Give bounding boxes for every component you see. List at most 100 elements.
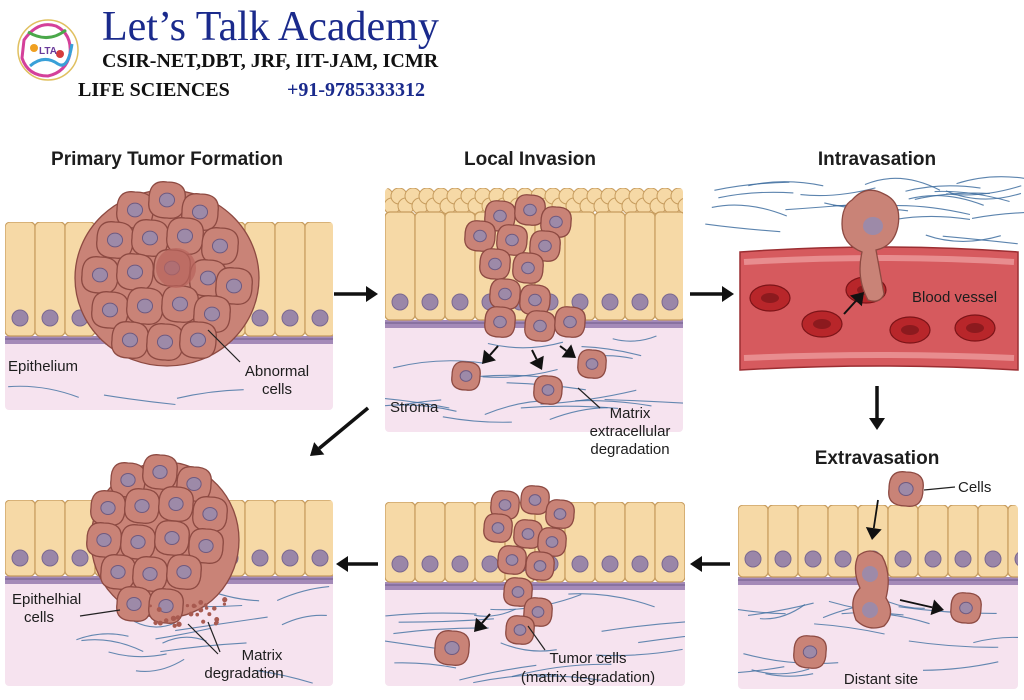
brand-subject: LIFE SCIENCES	[78, 79, 230, 101]
fiber	[8, 385, 79, 398]
epithelial-cell	[654, 211, 683, 321]
fiber	[487, 341, 564, 349]
fiber	[743, 653, 839, 665]
tumor-nucleus	[164, 531, 180, 545]
fiber	[914, 192, 990, 200]
label-matrix-2: extracellular	[590, 423, 671, 440]
invasion-arrow-head	[529, 355, 544, 370]
matrix-debris	[195, 612, 200, 617]
brand-exams: CSIR-NET,DBT, JRF, IIT-JAM, ICMR	[102, 50, 439, 72]
tumor-nucleus	[189, 332, 207, 348]
fiber	[76, 633, 129, 641]
invasion-arrow	[481, 613, 491, 624]
invasion-arrow	[559, 345, 568, 352]
panel-title-intravasation: Intravasation	[818, 149, 936, 170]
flow-arrow-2-3-head	[722, 286, 734, 302]
tumor-nucleus	[110, 565, 126, 579]
cell-nucleus	[661, 555, 679, 573]
tumor-nucleus	[898, 482, 914, 496]
tumor-nucleus	[513, 624, 527, 636]
rbc-center	[966, 323, 984, 333]
tumor-nucleus	[862, 602, 878, 618]
fiber	[568, 593, 655, 608]
fiber	[595, 648, 683, 657]
vessel-lining	[743, 255, 1015, 265]
tumor-nucleus	[202, 507, 218, 521]
matrix-debris	[156, 607, 162, 612]
panel-final: Epithelhial cells Matrix degradation	[5, 454, 333, 686]
cell-nucleus	[391, 555, 409, 573]
fiber	[905, 185, 981, 192]
flow-arrows	[310, 286, 885, 572]
tumor-nucleus	[141, 230, 159, 246]
tumor-nucleus	[528, 293, 542, 307]
fiber	[922, 661, 999, 671]
fiber	[908, 195, 984, 206]
fiber	[256, 670, 313, 684]
fiber	[638, 633, 685, 644]
tumor-nucleus	[959, 601, 973, 615]
cell-nucleus	[421, 555, 439, 573]
fiber	[442, 416, 512, 423]
fiber	[898, 606, 997, 615]
fiber	[511, 663, 612, 678]
matrix-debris	[207, 612, 212, 617]
tumor-nucleus	[521, 261, 535, 275]
fiber	[894, 215, 971, 221]
brand-logo-text: LTA	[39, 46, 57, 57]
cell-nucleus	[774, 550, 792, 568]
matrix-debris	[222, 597, 228, 603]
fiber	[711, 204, 788, 217]
entry-arrow	[843, 300, 857, 315]
tumor-nucleus	[130, 535, 146, 549]
panel-extravasation: Cells Distant site	[738, 471, 1018, 689]
invasion-arrow-head	[474, 617, 488, 632]
tumor-nucleus	[531, 606, 545, 618]
matrix-debris	[193, 604, 197, 608]
tumor-nucleus	[505, 233, 519, 247]
tumor-nucleus	[511, 586, 525, 598]
fiber	[738, 666, 785, 675]
tumor-nucleus	[126, 202, 144, 218]
panel-title-extravasation: Extravasation	[815, 448, 940, 469]
cell-nucleus	[481, 555, 499, 573]
epithelial-cell	[1007, 505, 1018, 578]
fiber	[133, 620, 175, 628]
fiber	[81, 639, 144, 653]
leader-abnormal	[207, 329, 241, 363]
leader-tumor-cells	[527, 625, 546, 651]
brand-logo: LTA	[17, 19, 79, 81]
invading-cells-5	[434, 485, 575, 666]
spread-arrow	[899, 599, 933, 609]
tumor-nucleus	[498, 287, 512, 301]
label-abnormal-1: Abnormal	[245, 363, 309, 380]
cell-nucleus	[954, 550, 972, 568]
cell-nucleus	[924, 550, 942, 568]
tumor-nucleus	[168, 497, 184, 511]
tumor-nucleus	[553, 508, 567, 520]
label-epithelial-1: Epithelhial	[12, 591, 81, 608]
fiber	[281, 614, 327, 626]
surface-cell	[692, 198, 708, 214]
fiber	[718, 191, 794, 199]
basement-membrane	[385, 582, 685, 590]
flow-arrow-2-6-head	[310, 442, 325, 456]
descent-arrow-head	[865, 526, 882, 540]
matrix-debris	[170, 615, 177, 622]
invasion-arrow-head	[482, 349, 496, 364]
tumor-nucleus	[498, 499, 512, 511]
tumor-nucleus	[541, 384, 555, 396]
leader-cells	[923, 486, 956, 491]
tumor-nucleus	[473, 229, 487, 243]
fiber	[393, 360, 483, 369]
fiber	[601, 620, 685, 632]
matrix-debris	[198, 607, 204, 613]
tumor-nucleus	[563, 315, 577, 329]
epithelial-cell	[685, 212, 715, 320]
rbc-center	[813, 319, 831, 329]
cell-nucleus	[571, 555, 589, 573]
tumor-nucleus	[136, 298, 154, 314]
flow-arrow-5-6-head	[336, 556, 348, 572]
tumor-nucleus	[171, 296, 189, 312]
cell-nucleus	[451, 555, 469, 573]
